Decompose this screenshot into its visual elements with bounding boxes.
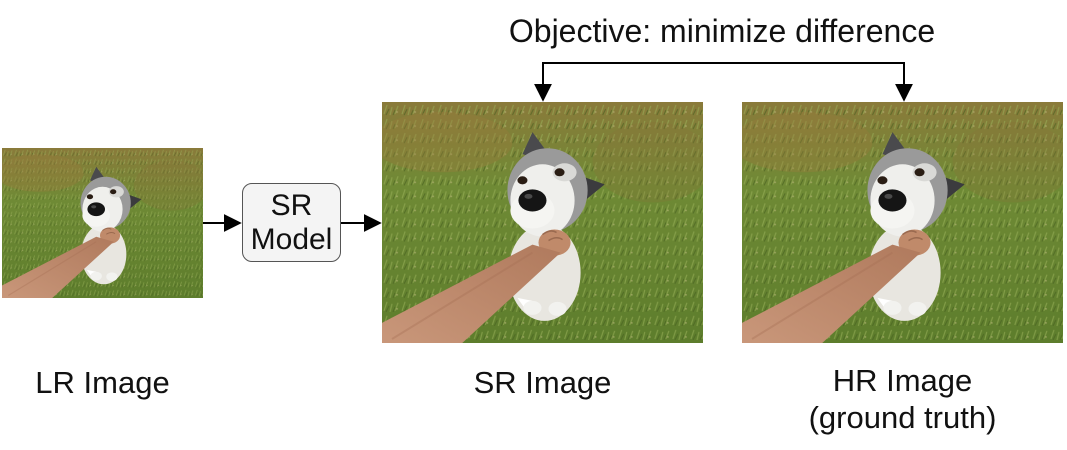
- sr-image-label: SR Image: [473, 365, 612, 400]
- objective-label: Objective: minimize difference: [508, 13, 936, 49]
- lr-image: [2, 148, 203, 298]
- lr-image-label: LR Image: [35, 365, 170, 400]
- objective-bracket: [542, 62, 905, 100]
- sr-image: [382, 102, 703, 343]
- sr-model-label: SR Model: [250, 188, 333, 256]
- hr-image-label: HR Image (ground truth): [808, 363, 997, 436]
- sr-model-box: SR Model: [242, 183, 341, 262]
- hr-image: [742, 102, 1063, 343]
